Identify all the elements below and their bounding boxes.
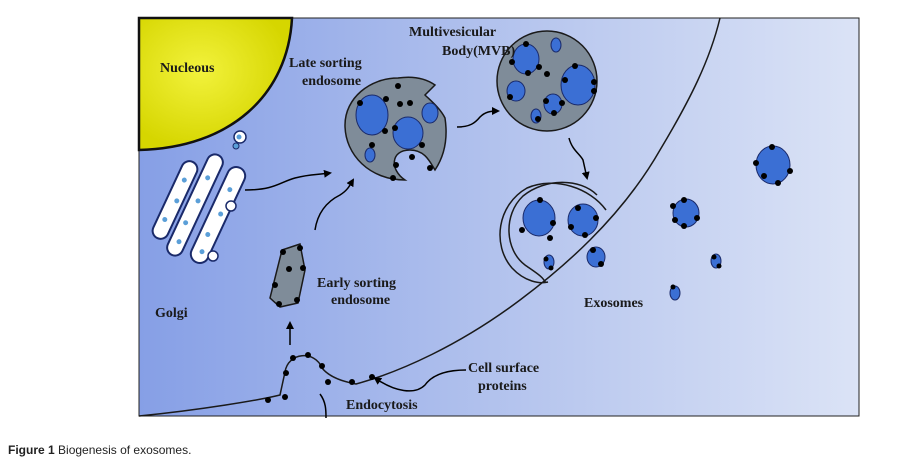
membrane-pocket — [508, 181, 598, 284]
nucleus — [137, 16, 294, 152]
arrow-late-endosome-to-mvb — [456, 107, 500, 128]
exosomes-in-pocket — [519, 197, 606, 271]
late-sorting-endosome — [344, 76, 447, 181]
exosomes-label: Exosomes — [584, 296, 644, 311]
released-exosomes — [669, 144, 793, 301]
late-sorting-endosome-label-line1: Late sorting — [289, 56, 362, 71]
pathway-arrows — [244, 107, 590, 419]
cell-surface-proteins-label-line2: proteins — [478, 379, 527, 394]
mvb-label-line2: Body(MVB) — [442, 44, 515, 59]
late-sorting-endosome-label-line2: endosome — [302, 74, 361, 89]
arrow-early-to-late-endosome — [314, 178, 355, 231]
figure-number: Figure 1 — [8, 443, 55, 457]
cell-membrane — [138, 17, 721, 417]
arrow-golgi-to-late-endosome — [244, 169, 332, 191]
arrow-endocytosis-entry — [319, 393, 327, 419]
golgi-label: Golgi — [155, 306, 188, 321]
multivesicular-body — [496, 30, 598, 132]
nucleus-label: Nucleous — [160, 61, 215, 76]
mvb-label-line1: Multivesicular — [409, 25, 496, 40]
endocytosis-label: Endocytosis — [346, 398, 418, 413]
arrow-cell-surface-proteins — [373, 369, 467, 392]
early-sorting-endosome-label-line1: Early sorting — [317, 276, 396, 291]
arrow-mvb-to-membrane — [568, 137, 590, 180]
cell-surface-proteins-label-line1: Cell surface — [468, 361, 539, 376]
membrane-pocket-outer — [499, 182, 607, 284]
golgi-apparatus — [151, 130, 247, 264]
early-sorting-endosome-label-line2: endosome — [331, 293, 390, 308]
early-sorting-endosome — [269, 243, 306, 308]
figure-caption: Figure 1 Biogenesis of exosomes. — [8, 443, 191, 457]
figure-caption-text: Biogenesis of exosomes. — [58, 443, 192, 457]
